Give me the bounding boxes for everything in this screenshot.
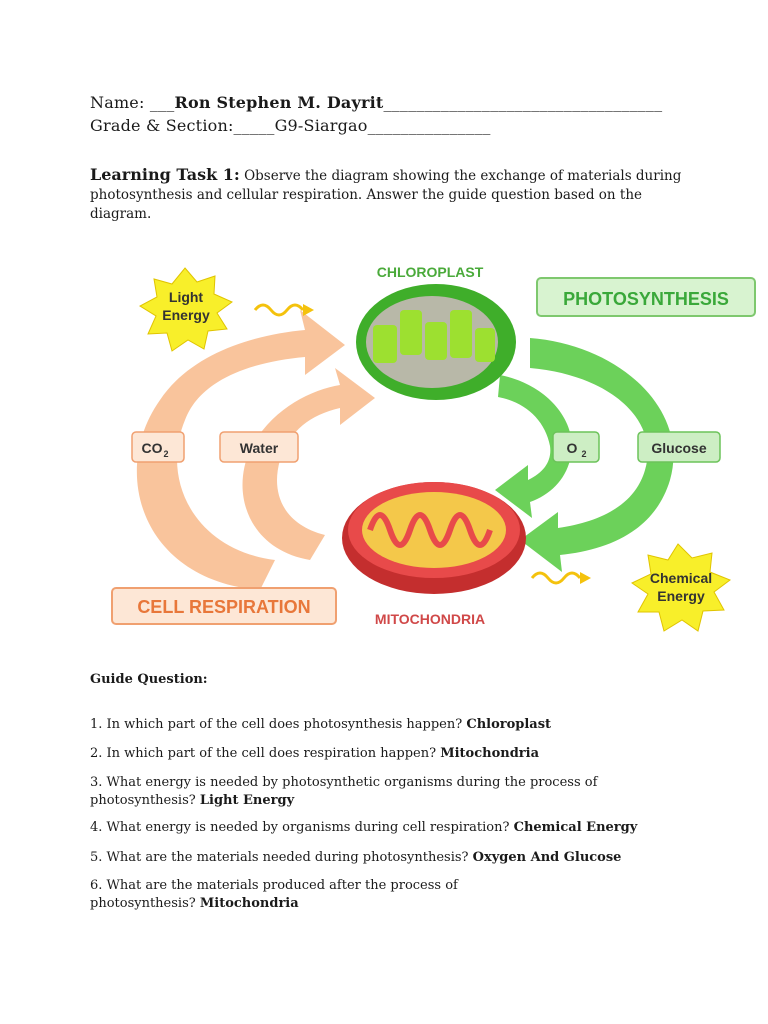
mitochondria-label: MITOCHONDRIA (375, 611, 485, 627)
co2-label: CO (142, 440, 163, 456)
water-arrow (242, 368, 375, 560)
question-3: 3. What energy is needed by photosynthet… (90, 774, 680, 810)
o2-subscript: 2 (581, 449, 586, 459)
question-1: 1. In which part of the cell does photos… (90, 716, 680, 734)
water-label: Water (240, 440, 279, 456)
chemical-energy-label-1: Chemical (650, 570, 712, 586)
question-text: 1. In which part of the cell does photos… (90, 717, 467, 732)
grade-underline: _______________ (367, 116, 491, 135)
answer-text: Light Energy (199, 793, 295, 808)
answer-text: Chemical Energy (513, 820, 638, 835)
question-text: 3. What energy is needed by photosynthet… (90, 775, 598, 808)
cell-respiration-box (111, 587, 337, 625)
task-instructions: Observe the diagram showing the exchange… (90, 168, 682, 222)
answer-text: Mitochondria (440, 746, 539, 761)
co2-arrow (136, 310, 345, 590)
question-text: 6. What are the materials produced after… (90, 878, 458, 911)
name-line: Name: ___Ron Stephen M. Dayrit__________… (90, 93, 662, 112)
photosynthesis-respiration-diagram: Light Energy CHLOROPLAST PHOTOSYNTHESIS … (100, 250, 760, 640)
question-4: 4. What energy is needed by organisms du… (90, 819, 680, 837)
glucose-arrow (520, 338, 674, 572)
photosynthesis-label: PHOTOSYNTHESIS (563, 289, 729, 309)
chemical-wave-head (580, 572, 591, 584)
grade-label: Grade & Section:_____ (90, 116, 275, 135)
task-title: Learning Task 1: (90, 165, 240, 184)
answer-text: Oxygen And Glucose (472, 850, 622, 865)
water-box (219, 431, 299, 463)
chemical-energy-star (631, 543, 732, 632)
light-wave-head (303, 304, 314, 316)
glucose-box (637, 431, 721, 463)
cell-respiration-label: CELL RESPIRATION (137, 597, 310, 617)
co2-box (131, 431, 185, 463)
grade-value: G9-Siargao (274, 116, 368, 135)
answer-text: Chloroplast (466, 717, 552, 732)
o2-box (552, 431, 600, 463)
glucose-label: Glucose (651, 440, 706, 456)
student-name: Ron Stephen M. Dayrit (174, 93, 384, 112)
chemical-wave (530, 571, 582, 585)
question-2: 2. In which part of the cell does respir… (90, 745, 680, 763)
name-label: Name: ___ (90, 93, 175, 112)
learning-task: Learning Task 1: Observe the diagram sho… (90, 165, 690, 224)
photosynthesis-box (536, 277, 756, 317)
question-text: 5. What are the materials needed during … (90, 850, 473, 865)
question-text: 4. What energy is needed by organisms du… (90, 820, 514, 835)
light-energy-label-2: Energy (162, 307, 210, 323)
name-underline: __________________________________ (383, 93, 663, 112)
question-text: 2. In which part of the cell does respir… (90, 746, 441, 761)
question-5: 5. What are the materials needed during … (90, 849, 680, 867)
co2-subscript: 2 (163, 449, 168, 459)
light-wave (253, 303, 305, 317)
guide-question-title: Guide Question: (90, 672, 208, 687)
light-energy-label-1: Light (169, 289, 204, 305)
chemical-energy-label-2: Energy (657, 588, 705, 604)
question-6: 6. What are the materials produced after… (90, 877, 490, 913)
grade-line: Grade & Section:_____G9-Siargao_________… (90, 116, 491, 135)
chloroplast-label: CHLOROPLAST (377, 264, 484, 280)
chloroplast-organelle (356, 284, 516, 400)
mitochondria-organelle (342, 482, 526, 594)
o2-arrow (495, 375, 572, 518)
light-energy-star (138, 267, 233, 352)
o2-label: O (567, 440, 578, 456)
answer-text: Mitochondria (199, 896, 299, 911)
